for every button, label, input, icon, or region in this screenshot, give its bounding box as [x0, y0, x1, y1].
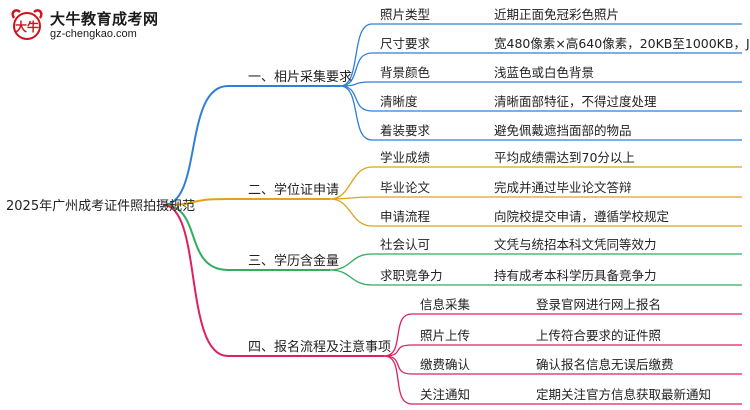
item-connector — [329, 269, 373, 286]
item-value: 登录官网进行网上报名 — [536, 297, 661, 312]
item-key: 学业成绩 — [380, 150, 431, 165]
item-key: 缴费确认 — [420, 357, 471, 372]
branch-connector — [162, 198, 229, 206]
item-key: 关注通知 — [420, 387, 470, 402]
branch-label: 四、报名流程及注意事项 — [248, 339, 391, 355]
item-key: 信息采集 — [420, 297, 471, 312]
svg-text:大牛: 大牛 — [15, 19, 39, 34]
item-key: 毕业论文 — [380, 180, 431, 195]
brand-logo: 大牛 大牛教育成考网 gz-chengkao.com — [8, 6, 168, 46]
item-connector — [383, 355, 413, 405]
item-connector — [339, 52, 373, 87]
brand-domain: gz-chengkao.com — [50, 28, 137, 40]
branch-connector — [162, 204, 229, 357]
item-connector — [329, 166, 373, 200]
item-value: 浅蓝色或白色背景 — [494, 65, 594, 80]
brand-name: 大牛教育成考网 — [50, 10, 159, 28]
bull-logo-icon: 大牛 — [11, 9, 43, 40]
item-key: 求职竞争力 — [380, 268, 443, 283]
item-connector — [339, 85, 373, 141]
item-value: 持有成考本科学历具备竞争力 — [494, 268, 657, 283]
item-key: 着装要求 — [380, 123, 431, 138]
item-value: 完成并通过毕业论文答辩 — [494, 180, 632, 195]
branch-connector — [162, 85, 229, 206]
item-connector — [383, 313, 413, 357]
item-value: 文凭与统招本科文凭同等效力 — [494, 237, 657, 252]
item-connector — [383, 355, 413, 375]
mindmap-root: 2025年广州成考证件照拍摄规范 — [6, 199, 195, 214]
item-key: 照片类型 — [380, 7, 430, 22]
item-value: 近期正面免冠彩色照片 — [494, 7, 619, 22]
branch-label: 二、学位证申请 — [248, 182, 339, 198]
item-connector — [339, 23, 373, 87]
branch-label: 一、相片采集要求 — [248, 69, 352, 85]
item-value: 避免佩戴遮挡面部的物品 — [494, 123, 632, 138]
item-value: 确认报名信息无误后缴费 — [536, 357, 674, 372]
mindmap-edges — [162, 23, 742, 405]
item-value: 定期关注官方信息获取最新通知 — [536, 387, 711, 402]
item-value: 平均成绩需达到70分以上 — [494, 150, 635, 165]
item-key: 社会认可 — [380, 237, 430, 252]
item-value: 上传符合要求的证件照 — [536, 328, 661, 343]
item-value: 清晰面部特征，不得过度处理 — [494, 94, 657, 109]
item-key: 尺寸要求 — [380, 36, 431, 51]
item-key: 清晰度 — [380, 94, 418, 109]
branch-connector — [162, 204, 229, 271]
item-key: 申请流程 — [380, 209, 431, 224]
item-key: 背景颜色 — [380, 65, 431, 80]
mindmap-nodes: 2025年广州成考证件照拍摄规范 一、相片采集要求 照片类型 近期正面免冠彩色照片尺寸… — [6, 7, 750, 402]
item-connector — [329, 198, 373, 227]
item-value: 宽480像素×高640像素，20KB至1000KB，JPEG格式 — [494, 36, 750, 51]
branch-label: 三、学历含金量 — [248, 253, 339, 269]
item-value: 向院校提交申请，遵循学校规定 — [494, 209, 669, 224]
item-key: 照片上传 — [420, 328, 470, 343]
item-connector — [339, 85, 373, 112]
item-connector — [329, 253, 373, 271]
